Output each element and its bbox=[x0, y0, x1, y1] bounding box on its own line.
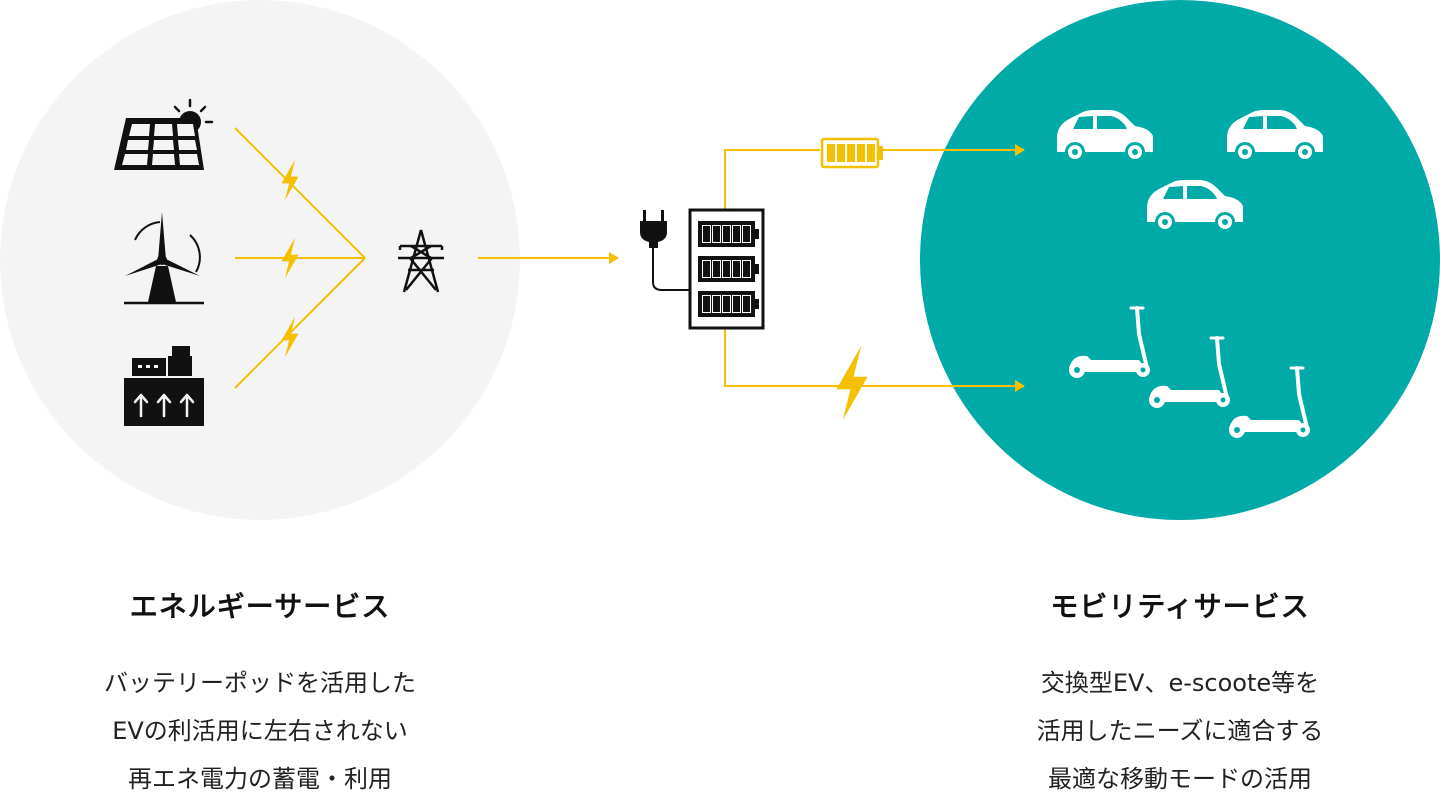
power-plant-icon bbox=[124, 346, 204, 426]
mobility-service-caption: モビリティサービス 交換型EV、e-scoote等を 活用したニーズに適合する … bbox=[960, 585, 1400, 803]
mobility-service-line: 活用したニーズに適合する bbox=[1036, 717, 1324, 745]
energy-service-line: バッテリーポッドを活用した bbox=[104, 669, 416, 697]
mobility-service-line: 交換型EV、e-scoote等を bbox=[1040, 669, 1320, 697]
battery-pod-icon bbox=[688, 208, 765, 330]
energy-service-title: エネルギーサービス bbox=[129, 590, 391, 623]
energy-service-circle bbox=[0, 0, 520, 520]
source-flow-lines bbox=[234, 127, 366, 389]
wind-turbine-icon bbox=[124, 212, 204, 305]
energy-service-line: EVの利活用に左右されない bbox=[112, 717, 408, 745]
mobility-service-line: 最適な移動モードの活用 bbox=[1048, 765, 1312, 793]
energy-service-line: 再エネ電力の蓄電・利用 bbox=[128, 765, 392, 793]
solar-panel-icon bbox=[114, 98, 214, 170]
mobility-service-title: モビリティサービス bbox=[1050, 590, 1310, 623]
hub-flow-lines bbox=[724, 144, 1025, 392]
transmission-tower-icon bbox=[398, 229, 444, 293]
large-bolt-icon bbox=[836, 345, 868, 421]
energy-service-caption: エネルギーサービス バッテリーポッドを活用した EVの利活用に左右されない 再エ… bbox=[40, 585, 480, 803]
plug-icon bbox=[640, 210, 690, 291]
charged-battery-icon bbox=[820, 137, 883, 169]
mobility-service-circle bbox=[920, 0, 1440, 520]
